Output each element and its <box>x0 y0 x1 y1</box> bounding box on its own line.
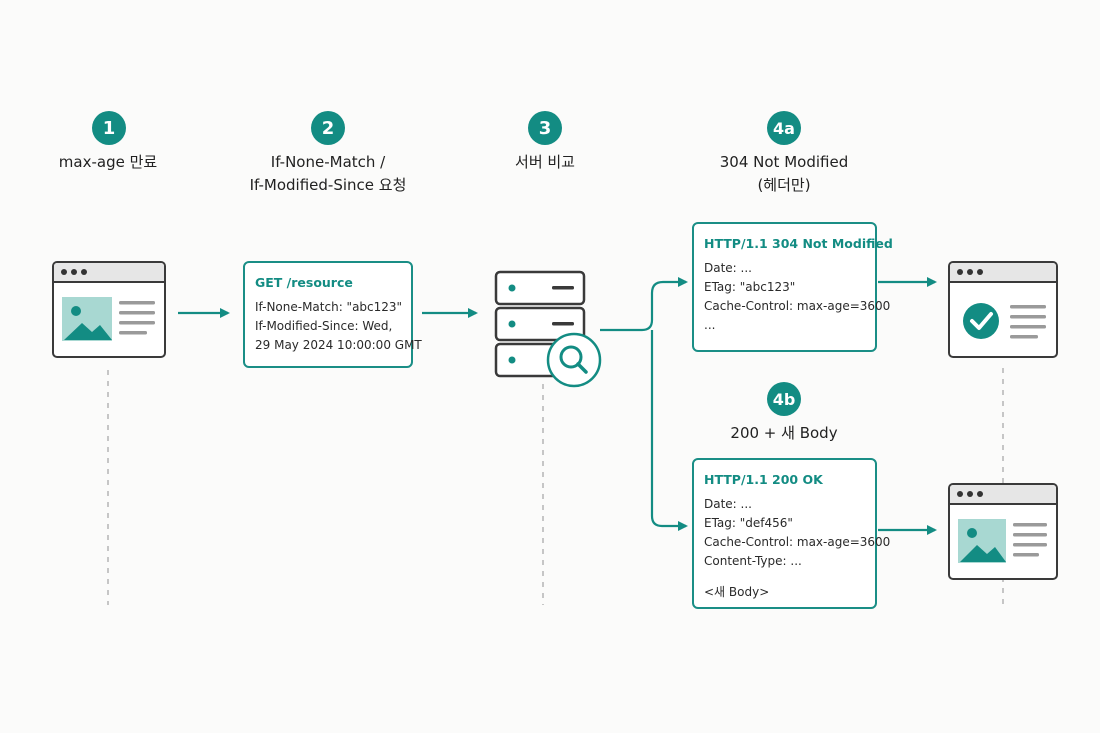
step-badge-1: 1 <box>92 111 126 145</box>
step-title-4a-line1: 304 Not Modified <box>719 153 849 171</box>
response-304-box: HTTP/1.1 304 Not Modified Date: ... ETag… <box>692 222 893 352</box>
request-box: GET /resource If-None-Match: "abc123" If… <box>243 261 422 368</box>
request-header-line: 29 May 2024 10:00:00 GMT <box>255 338 422 352</box>
response-200-box: HTTP/1.1 200 OK Date: ... ETag: "def456"… <box>692 458 891 609</box>
image-icon <box>958 519 1047 563</box>
branch-connector-200 <box>650 330 688 531</box>
server-icon <box>494 270 602 388</box>
step-title-2-line2: If-Modified-Since 요청 <box>249 176 407 194</box>
step-title-4a-line2: (헤더만) <box>757 176 811 194</box>
branch-connector <box>600 277 688 332</box>
response-header-line: ... <box>704 318 716 332</box>
response-304-status: HTTP/1.1 304 Not Modified <box>704 236 893 251</box>
step-badge-3: 3 <box>528 111 562 145</box>
step-title-4b-text: 200 + 새 Body <box>730 424 838 442</box>
step-title-3: 서버 비교 <box>465 151 625 174</box>
step-title-4a: 304 Not Modified (헤더만) <box>684 151 884 197</box>
image-icon <box>62 297 155 341</box>
browser-window-new <box>948 483 1058 580</box>
response-header-line: Date: ... <box>704 261 752 275</box>
response-header-line: Content-Type: ... <box>704 554 802 568</box>
step-title-2-line1: If-None-Match / <box>270 153 386 171</box>
response-body: <새 Body> <box>704 585 770 599</box>
step-title-1-text: max-age 만료 <box>58 153 158 171</box>
step-badge-4b: 4b <box>767 382 801 416</box>
check-icon <box>963 303 1046 339</box>
browser-titlebar <box>54 263 164 283</box>
request-line: GET /resource <box>255 275 353 290</box>
step-badge-4a: 4a <box>767 111 801 145</box>
response-header-line: ETag: "def456" <box>704 516 793 530</box>
request-header-line: If-Modified-Since: Wed, <box>255 319 393 333</box>
browser-titlebar <box>950 263 1056 283</box>
step-title-1: max-age 만료 <box>30 151 186 174</box>
response-header-line: ETag: "abc123" <box>704 280 796 294</box>
step-title-4b: 200 + 새 Body <box>684 422 884 445</box>
browser-window-cached <box>948 261 1058 358</box>
response-header-line: Date: ... <box>704 497 752 511</box>
step-badge-2: 2 <box>311 111 345 145</box>
response-200-status: HTTP/1.1 200 OK <box>704 472 823 487</box>
magnifier-icon <box>546 332 602 388</box>
step-title-2: If-None-Match / If-Modified-Since 요청 <box>228 151 428 197</box>
step-title-3-text: 서버 비교 <box>515 153 575 171</box>
browser-window-expired <box>52 261 166 358</box>
response-header-line: Cache-Control: max-age=3600 <box>704 299 891 313</box>
request-header-line: If-None-Match: "abc123" <box>255 300 403 314</box>
browser-titlebar <box>950 485 1056 505</box>
response-header-line: Cache-Control: max-age=3600 <box>704 535 891 549</box>
